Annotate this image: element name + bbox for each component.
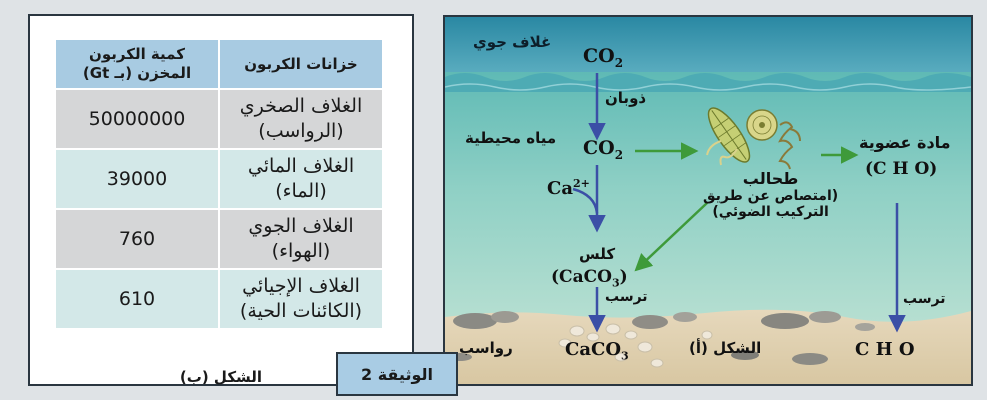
- document-number-badge: الوثيقة 2: [336, 352, 458, 396]
- limestone-label: كلس: [579, 245, 616, 263]
- algae-title: طحالب: [742, 169, 799, 188]
- reservoir-name: الغلاف الجوي: [248, 215, 354, 237]
- sea-surface-waves: [445, 73, 971, 92]
- figure-a-panel: غلاف جوي CO2 ذوبان مياه محيطية CO2 Ca2+ …: [443, 15, 973, 386]
- reservoir-detail: (الهواء): [271, 240, 331, 262]
- sea-floor-rocks: [448, 311, 875, 365]
- table-row: الغلاف المائي (الماء) 39000: [54, 148, 384, 210]
- calcium-superscript: 2+: [573, 177, 590, 190]
- caco3-formula-label: (CaCO3): [551, 267, 628, 289]
- calcium-merge-arrow: [572, 187, 599, 214]
- algae-illustration: [706, 107, 801, 170]
- cho-sediment-label: C H O: [855, 339, 915, 360]
- limestone-pebbles: [558, 323, 713, 368]
- algae-process-line2: التركيب الضوئي): [712, 204, 829, 220]
- reservoir-cell: الغلاف الإجيائي (الكائنات الحية): [218, 268, 384, 330]
- header-reservoirs: خزانات الكربون: [218, 38, 384, 90]
- carbon-amount-cell: 760: [54, 208, 220, 270]
- co2-atmosphere-subscript: 2: [614, 55, 624, 70]
- reservoir-detail: (الكائنات الحية): [239, 300, 363, 322]
- co2-water-subscript: 2: [614, 147, 624, 162]
- caco3-sediment-text: CaCO: [565, 339, 621, 360]
- figure-b-panel: خزانات الكربون كمية الكربون المخزن (بـ G…: [28, 14, 414, 386]
- reservoir-cell: الغلاف الجوي (الهواء): [218, 208, 384, 270]
- caco3-close-text: ): [619, 267, 628, 287]
- co2-atmosphere-text: CO: [583, 45, 615, 67]
- table-row: الغلاف الإجيائي (الكائنات الحية) 610: [54, 268, 384, 330]
- table-row: الغلاف الصخري (الرواسب) 50000000: [54, 88, 384, 150]
- co2-water-text: CO: [583, 137, 615, 159]
- header-carbon-amount: كمية الكربون المخزن (بـ Gt): [54, 38, 220, 90]
- reservoir-detail: (الماء): [275, 180, 327, 202]
- wave-highlight: [445, 83, 971, 91]
- calcium-text: Ca: [547, 178, 573, 199]
- organic-matter-label: مادة عضوية: [859, 133, 951, 152]
- caco3-sediment-subscript: 3: [621, 349, 629, 363]
- reservoir-name: الغلاف المائي: [247, 155, 355, 177]
- reservoir-cell: الغلاف الصخري (الرواسب): [218, 88, 384, 150]
- calcium-ion-label: Ca2+: [547, 177, 590, 199]
- ocean-water-label: مياه محيطية: [465, 129, 557, 147]
- co2-atmosphere-label: CO2: [583, 45, 623, 70]
- algae-process-line1: (امتصاص عن طريق: [703, 188, 839, 204]
- figure-b-caption: الشكل (ب): [179, 368, 263, 386]
- table-row: الغلاف الجوي (الهواء) 760: [54, 208, 384, 270]
- carbon-amount-cell: 39000: [54, 148, 220, 210]
- figure-a-caption: الشكل (أ): [689, 339, 762, 357]
- co2-water-label: CO2: [583, 137, 623, 162]
- reservoir-name: الغلاف الصخري: [239, 95, 363, 117]
- reservoir-cell: الغلاف المائي (الماء): [218, 148, 384, 210]
- carbon-amount-cell: 50000000: [54, 88, 220, 150]
- settle-left-label: ترسب: [605, 289, 648, 305]
- reservoir-detail: (الرواسب): [258, 120, 344, 142]
- algae-to-limestone-arrow: [634, 202, 708, 272]
- cho-formula-label: (C H O): [865, 159, 938, 179]
- header-amount-line1: كمية الكربون: [89, 45, 185, 63]
- sediments-label: رواسب: [459, 339, 513, 357]
- carbon-amount-cell: 610: [54, 268, 220, 330]
- settle-right-label: ترسب: [903, 291, 946, 307]
- header-amount-line2: المخزن (بـ Gt): [82, 64, 192, 82]
- caco3-subscript: 3: [611, 276, 620, 290]
- caco3-open-text: (CaCO: [551, 267, 612, 287]
- carbon-reservoirs-table: خزانات الكربون كمية الكربون المخزن (بـ G…: [54, 38, 384, 330]
- header-reservoirs-text: خزانات الكربون: [244, 54, 358, 73]
- carbon-cycle-illustration: [445, 17, 971, 384]
- table-header-row: خزانات الكربون كمية الكربون المخزن (بـ G…: [54, 38, 384, 90]
- reservoir-name: الغلاف الإجيائي: [242, 275, 360, 297]
- atmosphere-label: غلاف جوي: [473, 33, 552, 51]
- sky-region: [445, 17, 971, 79]
- caco3-sediment-label: CaCO3: [565, 339, 629, 363]
- algae-label: طحالب (امتصاص عن طريق التركيب الضوئي): [703, 169, 838, 220]
- dissolution-label: ذوبان: [605, 89, 647, 107]
